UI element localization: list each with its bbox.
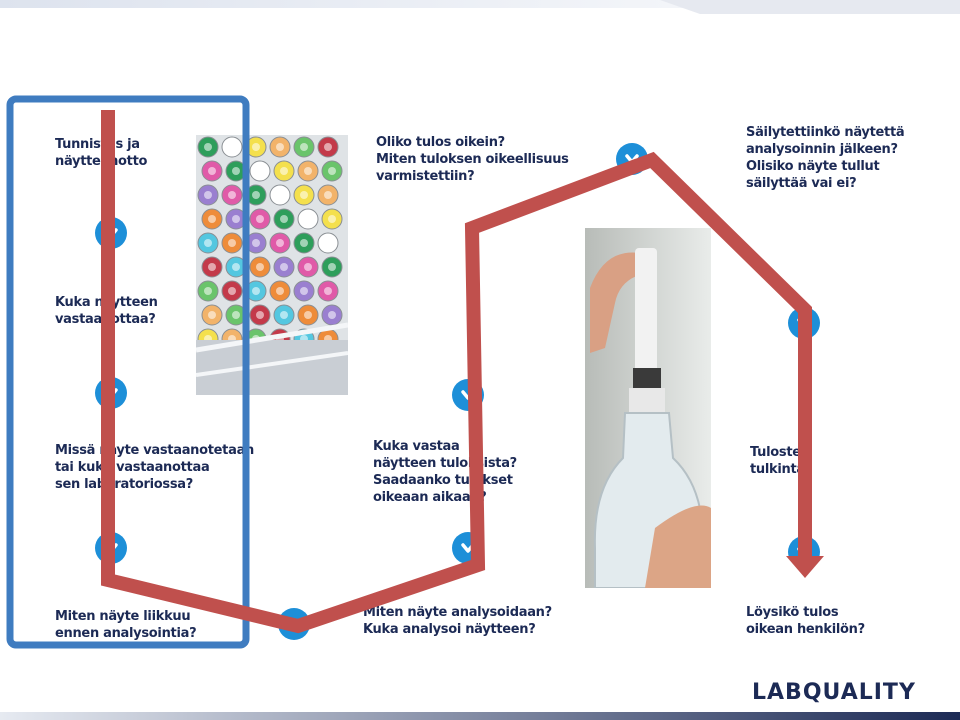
top-band	[0, 0, 960, 14]
step-result-delivery: Löysikö tulos oikean henkilön?	[746, 605, 865, 637]
labquality-logo: LABQUALITY	[752, 680, 916, 705]
flow-arrow-head	[786, 556, 824, 578]
step-sample-storage: Säilytettiinkö näytettä analysoinnin jäl…	[746, 125, 905, 191]
highlight-box	[6, 95, 250, 649]
dispenser-bottle-photo	[585, 228, 711, 588]
sample-tubes-image	[196, 135, 348, 395]
dispenser-bottle-image	[585, 228, 711, 588]
bottom-band	[0, 712, 960, 720]
step-analysis: Miten näyte analysoidaan? Kuka analysoi …	[363, 605, 552, 637]
step-result-interpretation: Tulosten tulkinta	[750, 445, 810, 477]
flow-arrow-path	[101, 110, 812, 634]
step-result-correctness: Oliko tulos oikein? Miten tuloksen oikee…	[376, 135, 569, 184]
step-sample-transport: Miten näyte liikkuu ennen analysointia?	[55, 609, 197, 641]
sample-tubes-photo	[196, 135, 348, 395]
